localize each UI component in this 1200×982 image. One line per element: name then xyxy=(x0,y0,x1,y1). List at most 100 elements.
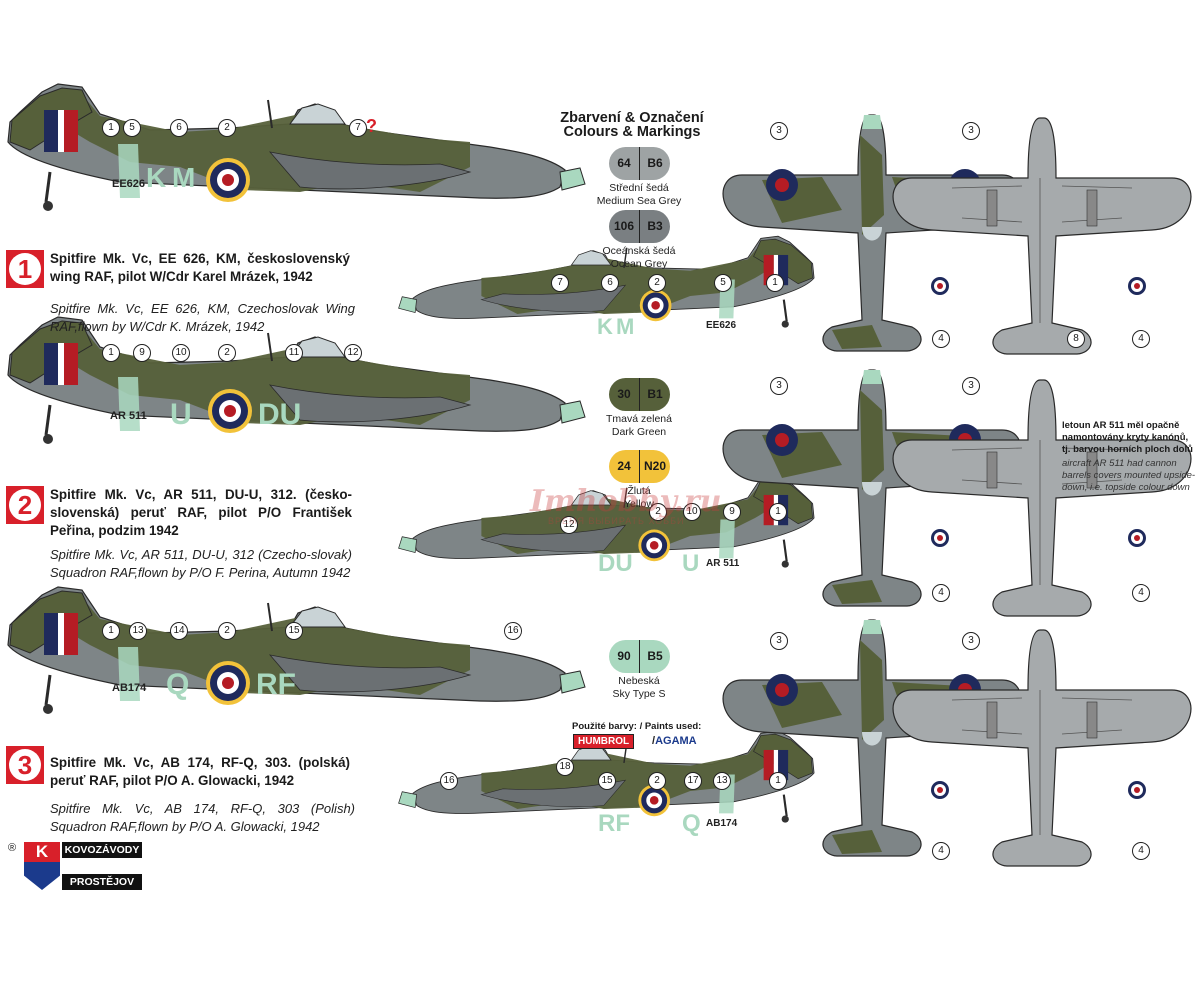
callout-number: 4 xyxy=(1132,584,1150,602)
callout-number: 7 xyxy=(551,274,569,292)
callout-number: 16 xyxy=(504,622,522,640)
scheme-1-stbd-code-left: K xyxy=(597,314,613,339)
paint-chip-agama-code: B3 xyxy=(639,210,670,243)
paint-name-en: Ocean Grey xyxy=(610,258,668,270)
paint-chip-humbrol-code: 30 xyxy=(609,378,639,411)
callout-number: 1 xyxy=(102,344,120,362)
scheme-3-code-left: Q xyxy=(166,668,190,701)
paint-name-en: Yellow xyxy=(624,498,654,510)
watermark-subtext: ВРЕМЯ ВЫБИРАТЬ ХОББИ xyxy=(548,516,685,526)
callout-number: 18 xyxy=(556,758,574,776)
scheme-1-desc-en: Spitfire Mk. Vc, EE 626, KM, Czechoslova… xyxy=(50,301,355,334)
callout-number: 2 xyxy=(218,119,236,137)
callout-number: 1 xyxy=(102,622,120,640)
scheme-1-stbd-serial: EE626 xyxy=(706,320,737,331)
callout-number: 3 xyxy=(962,632,980,650)
scheme-1-stbd-code-right: M xyxy=(616,314,635,339)
callout-number: 11 xyxy=(285,344,303,362)
callout-number: 12 xyxy=(344,344,362,362)
callout-number: 4 xyxy=(1132,842,1150,860)
scheme-2-desc-cz: Spitfire Mk. Vc, AR 511, DU-U, 312. (čes… xyxy=(50,487,352,538)
callout-number: 2 xyxy=(649,503,667,521)
scheme-1-serial: EE626 xyxy=(112,178,146,190)
callout-number: 5 xyxy=(714,274,732,292)
ar511-note-en: aircraft AR 511 had cannon barrels cover… xyxy=(1062,458,1196,493)
callout-number: 6 xyxy=(601,274,619,292)
callout-number: 15 xyxy=(285,622,303,640)
callout-number: 3 xyxy=(770,632,788,650)
paint-chip-agama-code: B1 xyxy=(639,378,670,411)
paints-used-label: Použité barvy: / Paints used: xyxy=(572,721,702,732)
callout-number: 2 xyxy=(648,772,666,790)
scheme-2-stbd-code-left: U xyxy=(682,550,700,577)
callout-number: 1 xyxy=(769,503,787,521)
scheme-1-desc-cz: Spitfire Mk. Vc, EE 626, KM, českosloven… xyxy=(50,251,350,284)
paint-name-en: Sky Type S xyxy=(612,688,666,700)
scheme-1-badge: 1 xyxy=(6,250,44,288)
kovozavody-logo-letter: K xyxy=(24,842,60,862)
callout-number: 3 xyxy=(962,122,980,140)
callout-number: 15 xyxy=(598,772,616,790)
scheme-2-stbd-serial: AR 511 xyxy=(706,558,740,569)
callout-number: 2 xyxy=(648,274,666,292)
scheme-2-serial: AR 511 xyxy=(110,410,147,422)
scheme-3-code-right: RF xyxy=(256,668,296,701)
callout-number: 4 xyxy=(932,842,950,860)
callout-number: 1 xyxy=(766,274,784,292)
paint-name-cz: Nebeská xyxy=(618,675,660,687)
callout-number: 16 xyxy=(440,772,458,790)
scheme-3-stbd-code-left: Q xyxy=(682,810,701,837)
scheme-3-stbd-code-right: RF xyxy=(598,810,630,837)
paint-chip-agama-code: B6 xyxy=(639,147,670,180)
scheme-3-port-profile xyxy=(6,585,587,716)
callout-number: 4 xyxy=(1132,330,1150,348)
registered-mark: ® xyxy=(8,842,17,854)
callout-number: 10 xyxy=(683,503,701,521)
paint-chip-humbrol-code: 90 xyxy=(609,640,639,673)
callout-number: 6 xyxy=(170,119,188,137)
callout-question-mark: ? xyxy=(366,116,377,136)
callout-number: 8 xyxy=(1067,330,1085,348)
paint-name-cz: Tmavá zelená xyxy=(606,413,672,425)
callout-number: 14 xyxy=(170,622,188,640)
callout-number: 9 xyxy=(723,503,741,521)
callout-number: 2 xyxy=(218,344,236,362)
paint-chip-agama-code: B5 xyxy=(639,640,670,673)
callout-number: 13 xyxy=(129,622,147,640)
scheme-3-serial: AB174 xyxy=(112,682,147,694)
callout-number: 13 xyxy=(713,772,731,790)
paint-name-en: Medium Sea Grey xyxy=(596,195,682,207)
scheme-2-code-left: U xyxy=(170,398,192,431)
callout-number: 17 xyxy=(684,772,702,790)
watermark-text: Imhobby.ru xyxy=(530,484,722,519)
paint-chip-humbrol-code: 64 xyxy=(609,147,639,180)
scheme-3-desc-en: Spitfire Mk. Vc, AB 174, RF-Q, 303 (Poli… xyxy=(50,801,355,834)
company-name-line1: KOVOZÁVODY xyxy=(62,842,142,858)
callout-number: 10 xyxy=(172,344,190,362)
humbrol-logo: HUMBROL xyxy=(573,734,635,749)
callout-number: 5 xyxy=(123,119,141,137)
paint-name-cz: Žlutá xyxy=(627,485,651,497)
ar511-note-cz: letoun AR 511 měl opačně namontovány kry… xyxy=(1062,420,1193,455)
colours-title-cz: Zbarvení & Označení xyxy=(560,110,704,126)
callout-number: 1 xyxy=(769,772,787,790)
callout-number: 12 xyxy=(560,516,578,534)
company-name-line2: PROSTĚJOV xyxy=(62,874,142,890)
scheme-2-badge: 2 xyxy=(6,486,44,524)
scheme-3-desc-cz: Spitfire Mk. Vc, AB 174, RF-Q, 303. (pol… xyxy=(50,755,350,788)
paint-chip-humbrol-code: 24 xyxy=(609,450,639,483)
paint-chip-humbrol-code: 106 xyxy=(609,210,639,243)
callout-number: 9 xyxy=(133,344,151,362)
callout-number: 4 xyxy=(932,584,950,602)
paint-name-cz: Střední šedá xyxy=(609,182,669,194)
scheme-1-code-left: K xyxy=(146,162,167,193)
callout-number: 4 xyxy=(932,330,950,348)
callout-number: 7 xyxy=(349,119,367,137)
scheme-2-stbd-code-right: DU xyxy=(598,550,633,577)
callout-number: 3 xyxy=(962,377,980,395)
